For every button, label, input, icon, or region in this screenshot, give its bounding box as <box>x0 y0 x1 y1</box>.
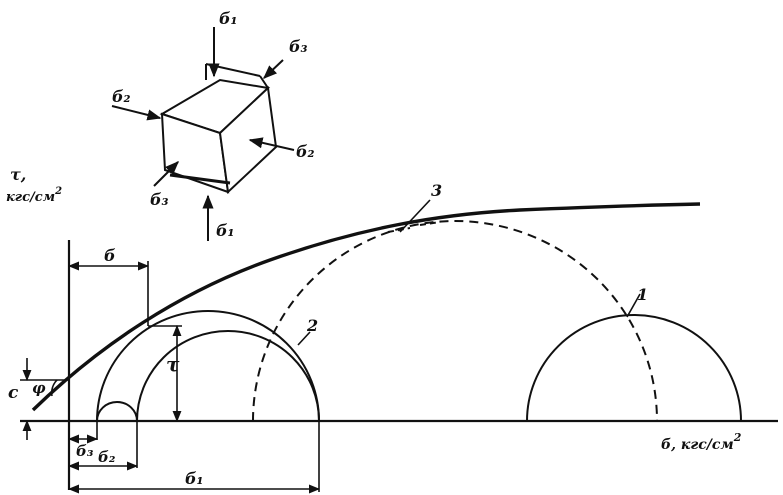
sigma1-dimension-label: б₁ <box>185 469 204 488</box>
dimension-lines <box>20 199 641 494</box>
block-label-s1-top: б₁ <box>219 9 238 28</box>
block-label-s2-right: б₂ <box>296 142 315 161</box>
mohr-envelope-curve <box>31 202 701 412</box>
sigma3-dimension-label: б₃ <box>76 442 94 460</box>
block-label-s3-top: б₃ <box>289 37 308 56</box>
mohr-circle-sigma1-sigma3 <box>96 310 320 422</box>
tau-axis-label: τ, <box>10 165 26 184</box>
sigma-dimension-label: б <box>104 246 116 265</box>
block-label-s1-bottom: б₁ <box>216 221 235 240</box>
block-label-s3-bottom: б₃ <box>150 190 169 209</box>
stress-block <box>111 27 295 241</box>
tau-axis-unit: кгс/см2 <box>6 186 62 205</box>
curve-labels: 1 2 3 <box>306 181 648 335</box>
axis-labels: τ, кгс/см2 б, кгс/см2 <box>6 165 742 453</box>
mohr-circles <box>96 220 742 422</box>
dimension-labels: б τ c φ б₃ б₂ б₁ <box>8 246 204 488</box>
mohr-circle-sigma1-sigma2 <box>136 330 320 422</box>
sigma-axis-label: б, кгс/см2 <box>661 431 742 453</box>
mohr-circle-curve-1 <box>526 314 742 422</box>
block-labels: б₁ б₃ б₂ б₂ б₃ б₁ <box>112 9 315 240</box>
cohesion-label: c <box>8 383 19 403</box>
phi-label: φ <box>32 379 46 397</box>
axes <box>20 240 778 490</box>
curve-label-1: 1 <box>637 285 648 304</box>
mohr-circle-sigma2-sigma3 <box>96 401 138 422</box>
tau-dimension-label: τ <box>166 352 180 376</box>
mohr-circle-dashed-large <box>252 220 658 422</box>
curve-label-3: 3 <box>431 181 442 200</box>
curve-label-2: 2 <box>306 316 318 335</box>
sigma2-dimension-label: б₂ <box>98 448 116 466</box>
block-label-s2-left: б₂ <box>112 87 131 106</box>
